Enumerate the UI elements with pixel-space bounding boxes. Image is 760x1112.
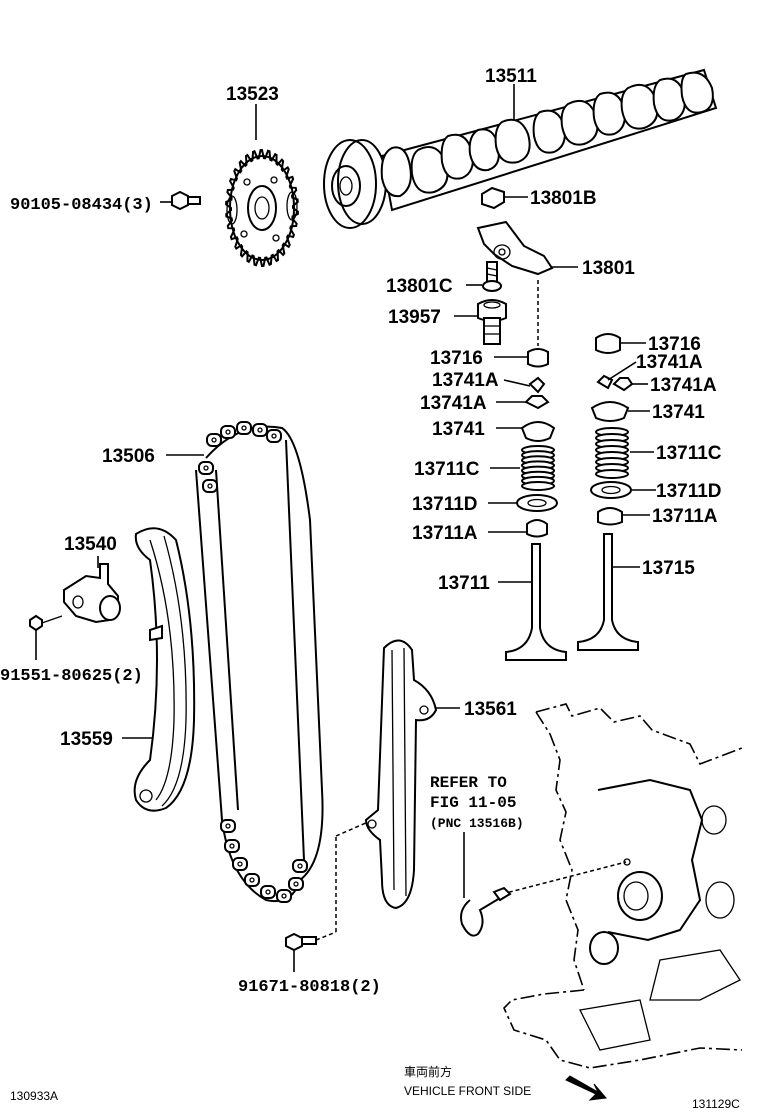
- refer-note-line2: FIG 11-05: [430, 794, 516, 812]
- direction-note: 車両前方 VEHICLE FRONT SIDE: [404, 1064, 531, 1098]
- label-keeper-left: 13716: [430, 348, 483, 369]
- direction-english: VEHICLE FRONT SIDE: [404, 1084, 531, 1098]
- label-rocker-arm: 13801: [582, 258, 635, 279]
- vehicle-front-arrow: [565, 1075, 607, 1101]
- label-spring-seat-right: 13711D: [656, 481, 722, 502]
- cam-sprocket-drawing: [225, 104, 299, 268]
- rocker-bolt-drawing: [466, 261, 502, 292]
- label-spring-right: 13711C: [656, 443, 722, 464]
- label-cam-sprocket: 13523: [226, 84, 279, 105]
- label-retainer-left: 13741: [432, 419, 485, 440]
- label-lock-a-left-2: 13741A: [420, 393, 487, 414]
- sprocket-bolt-drawing: [160, 190, 201, 211]
- refer-note-line3: (PNC 13516B): [430, 816, 524, 831]
- label-rocker-bolt: 13801C: [386, 276, 453, 297]
- part-labels: 13511 13523 90105-08434(3) 13801B 13801 …: [0, 66, 722, 997]
- label-spring-left: 13711C: [414, 459, 480, 480]
- label-valve-seal-left: 13711A: [412, 523, 478, 544]
- engine-block-drawing: [501, 703, 743, 1069]
- label-lock-a-left-1: 13741A: [432, 370, 499, 391]
- chain-tensioner-drawing: [29, 556, 121, 660]
- refer-note: REFER TO FIG 11-05 (PNC 13516B): [430, 774, 524, 831]
- label-sprocket-bolt: 90105-08434(3): [10, 196, 153, 215]
- camshaft-drawing: [323, 68, 718, 229]
- label-nut: 13801B: [530, 188, 597, 209]
- label-chain-guide: 13561: [464, 699, 517, 720]
- label-guide-bolt: 91671-80818(2): [238, 978, 381, 997]
- direction-japanese: 車両前方: [404, 1064, 452, 1079]
- guide-bolt-drawing: [285, 821, 369, 972]
- label-lock-a-right-1: 13741A: [636, 352, 703, 373]
- label-retainer-right: 13741: [652, 402, 705, 423]
- tensioner-slipper-drawing: [122, 527, 196, 812]
- nut-drawing: [481, 186, 528, 210]
- label-lash-adjuster: 13957: [388, 307, 441, 328]
- refer-note-line1: REFER TO: [430, 774, 507, 792]
- label-intake-valve: 13711: [438, 573, 490, 594]
- timing-chain-drawing: [166, 421, 324, 903]
- label-spring-seat-left: 13711D: [412, 494, 478, 515]
- rocker-arm-drawing: [476, 220, 578, 276]
- chain-guide-drawing: [364, 639, 460, 910]
- lash-adjuster-drawing: [454, 299, 507, 345]
- right-valve-stack-drawing: [577, 333, 656, 651]
- left-valve-stack-drawing: [488, 348, 567, 661]
- diagram-code-right: 131129C: [692, 1097, 740, 1111]
- label-keeper-right: 13716: [648, 334, 701, 355]
- label-tensioner-slipper: 13559: [60, 729, 113, 750]
- label-tensioner-bolt: 91551-80625(2): [0, 667, 143, 686]
- label-lock-a-right-2: 13741A: [650, 375, 717, 396]
- label-valve-seal-right: 13711A: [652, 506, 718, 527]
- label-camshaft: 13511: [485, 66, 537, 87]
- diagram-code-left: 130933A: [10, 1089, 58, 1103]
- label-exhaust-valve: 13715: [642, 558, 695, 579]
- label-timing-chain: 13506: [102, 446, 155, 467]
- oil-pipe-drawing: [460, 832, 512, 937]
- label-chain-tensioner: 13540: [64, 534, 117, 555]
